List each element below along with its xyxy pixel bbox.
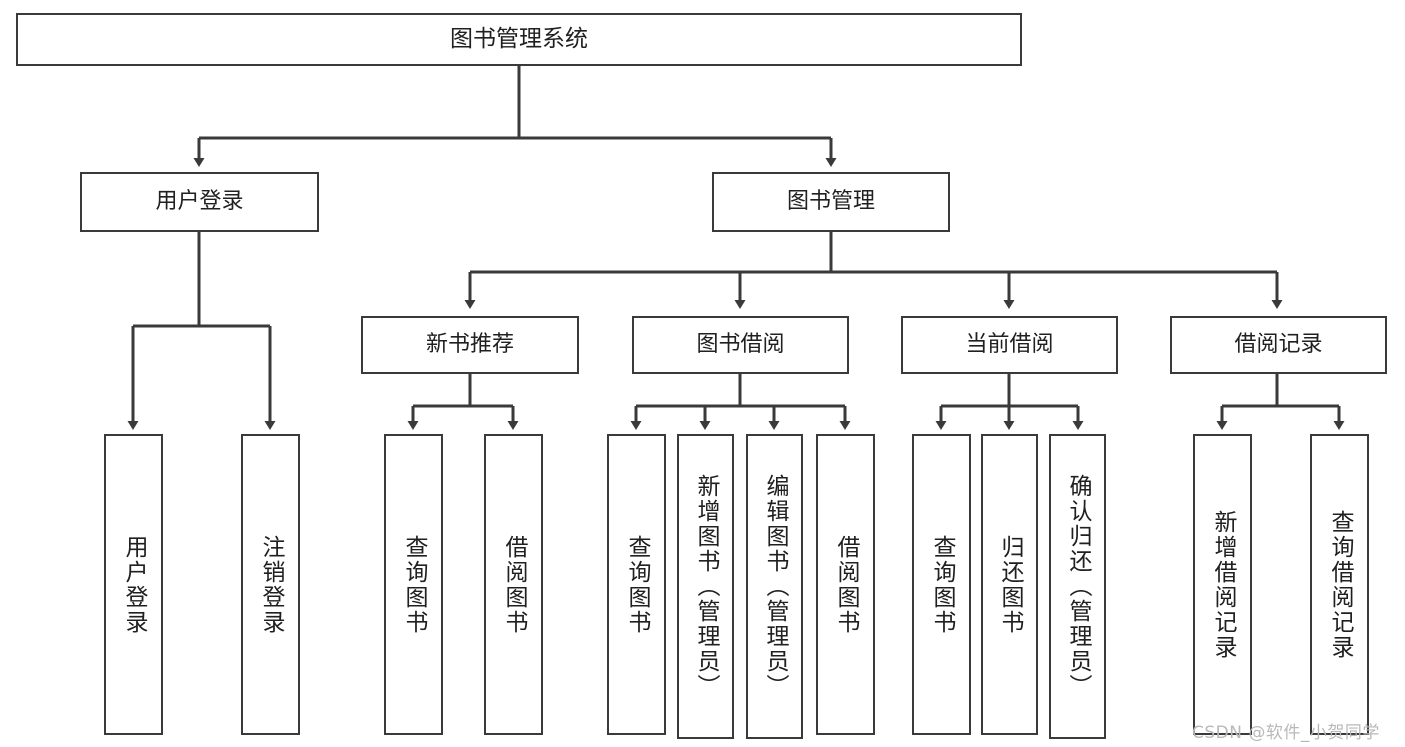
leaf-user-login-login[interactable]: 用户登录 [104,434,163,735]
watermark-text: CSDN @软件_小贺同学 [1192,723,1380,743]
node-label: 归还图书 [997,534,1023,635]
node-root-system[interactable]: 图书管理系统 [16,13,1022,66]
node-label: 查询图书 [624,534,650,635]
leaf-borrow-record-add[interactable]: 新增借阅记录 [1193,434,1252,735]
node-label: 当前借阅 [965,332,1054,358]
node-borrow-record[interactable]: 借阅记录 [1170,316,1387,374]
node-label: 查询借阅记录 [1327,509,1353,660]
node-label: 借阅记录 [1234,332,1323,358]
node-label: 图书管理系统 [450,26,588,53]
node-book-borrow[interactable]: 图书借阅 [632,316,849,374]
node-label: 确认归还（管理员） [1065,474,1091,699]
node-label: 新增借阅记录 [1210,509,1236,660]
node-label: 借阅图书 [501,534,527,635]
node-label: 查询图书 [401,534,427,635]
node-current-borrow[interactable]: 当前借阅 [901,316,1118,374]
node-label: 图书借阅 [696,332,785,358]
leaf-current-borrow-query[interactable]: 查询图书 [912,434,971,735]
leaf-book-borrow-borrow[interactable]: 借阅图书 [816,434,875,735]
leaf-book-borrow-add[interactable]: 新增图书（管理员） [677,434,734,739]
node-label: 借阅图书 [833,534,859,635]
node-label: 用户登录 [155,189,244,215]
node-label: 查询图书 [929,534,955,635]
node-book-management[interactable]: 图书管理 [712,172,950,232]
leaf-new-book-borrow[interactable]: 借阅图书 [484,434,543,735]
leaf-book-borrow-query[interactable]: 查询图书 [607,434,666,735]
node-label: 用户登录 [121,534,147,635]
node-label: 新书推荐 [425,332,514,358]
node-new-book-recommend[interactable]: 新书推荐 [361,316,579,374]
leaf-borrow-record-query[interactable]: 查询借阅记录 [1310,434,1369,735]
node-label: 新增图书（管理员） [693,474,719,699]
node-label: 注销登录 [258,534,284,635]
leaf-new-book-query[interactable]: 查询图书 [384,434,443,735]
csdn-watermark: CSDN @软件_小贺同学 [1192,718,1380,743]
leaf-current-borrow-confirm-return[interactable]: 确认归还（管理员） [1049,434,1106,739]
leaf-user-login-logout[interactable]: 注销登录 [241,434,300,735]
node-user-login[interactable]: 用户登录 [80,172,319,232]
node-label: 图书管理 [786,189,875,215]
leaf-current-borrow-return[interactable]: 归还图书 [981,434,1038,735]
leaf-book-borrow-edit[interactable]: 编辑图书（管理员） [746,434,803,739]
node-label: 编辑图书（管理员） [762,474,788,699]
